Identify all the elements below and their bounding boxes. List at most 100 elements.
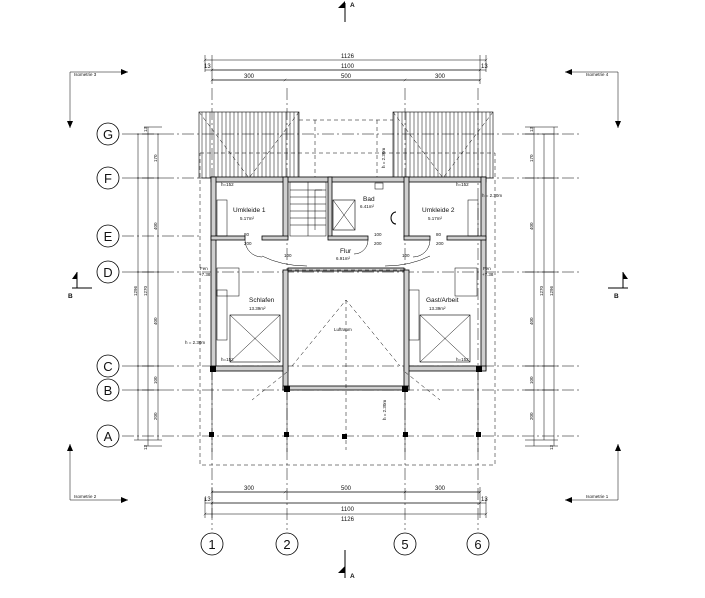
room-schlafen-name: Schlafen	[249, 297, 275, 304]
note-w80-right: 80	[436, 232, 442, 237]
room-luftraum-name: Luftraum	[334, 327, 352, 332]
row-label-e: E	[104, 229, 113, 244]
row-label-c: C	[103, 359, 112, 374]
room-gast-name: Gast/Arbeit	[426, 297, 459, 304]
note-w200-left: 200	[244, 241, 252, 246]
room-bad-name: Bad	[363, 196, 375, 203]
dim-top-500: 500	[341, 74, 352, 80]
column-bubble-6: 6	[466, 532, 490, 556]
column-label-5: 5	[401, 537, 408, 552]
room-umkleide1: Umkleide 1 5.17m²	[233, 207, 266, 221]
column-label-2: 2	[283, 537, 290, 552]
bottom-dimensions: 300 500 300 13 13 1100 1126	[203, 486, 488, 523]
roof-outline	[199, 152, 496, 466]
dim-right-200: 200	[529, 412, 534, 420]
isometrie-3-marker: Isometrie 3	[67, 69, 128, 128]
dim-left-100: 100	[153, 376, 158, 384]
dim-bottom-1100: 1100	[341, 507, 355, 513]
section-mark-bottom: A	[338, 550, 355, 580]
note-h230-left: h = 2.30m	[185, 340, 205, 345]
dim-top-1126: 1126	[341, 54, 355, 60]
dim-bottom-500: 500	[341, 486, 352, 492]
posts	[209, 366, 482, 452]
dim-top-1100: 1100	[341, 64, 355, 70]
note-w100-bad: 100	[374, 232, 382, 237]
dim-left-400-1: 400	[153, 222, 158, 230]
dim-left-170: 170	[153, 154, 158, 162]
dim-right-100: 100	[529, 376, 534, 384]
isometrie-4-marker: Isometrie 4	[565, 69, 621, 128]
dim-bottom-13-left: 13	[204, 497, 211, 503]
room-umkleide2: Umkleide 2 5.17m²	[422, 207, 455, 221]
dim-right-1270: 1270	[539, 285, 544, 296]
note-h152-left: h=152	[221, 182, 234, 187]
top-dimensions: 1126 1100 13 13 300 500 300	[203, 54, 488, 84]
column-bubble-1: 1	[200, 532, 224, 556]
dim-left-400-2: 400	[153, 317, 158, 325]
room-bad-area: 6.41m²	[360, 204, 375, 209]
room-gast: Gast/Arbeit 13.39m²	[426, 297, 459, 311]
dim-top-13-left: 13	[204, 64, 211, 70]
toilet	[374, 182, 397, 225]
bed-gast	[419, 314, 471, 363]
row-label-a: A	[104, 429, 113, 444]
dim-left-13-bottom: 13	[143, 444, 148, 450]
column-label-1: 1	[208, 537, 215, 552]
section-label-bottom: A	[350, 573, 355, 580]
room-schlafen-area: 13.39m²	[249, 306, 266, 311]
dim-top-13-right: 13	[481, 64, 488, 70]
note-w80-left: 80	[244, 232, 250, 237]
dim-bottom-13-right: 13	[481, 497, 488, 503]
note-w200-bad: 200	[374, 241, 382, 246]
row-bubble-e: E	[96, 224, 120, 248]
dim-right-13-bottom: 13	[549, 444, 554, 450]
bed-schlafen	[229, 314, 281, 363]
isometrie-3-label: Isometrie 3	[74, 72, 97, 77]
dim-left-1270: 1270	[143, 285, 148, 296]
dim-top-300-1: 300	[244, 74, 255, 80]
dim-bottom-300-1: 300	[244, 486, 255, 492]
section-mark-left: B	[68, 272, 92, 300]
staircase	[289, 181, 327, 237]
dim-top-300-2: 300	[435, 74, 446, 80]
note-h152-bl: h=152	[221, 357, 234, 362]
row-bubble-a: A	[96, 424, 120, 448]
row-bubble-b: B	[96, 378, 120, 402]
dim-right-1296: 1296	[549, 285, 554, 296]
isometrie-1-marker: Isometrie 1	[565, 444, 621, 503]
row-bubble-g: G	[96, 122, 120, 146]
column-bubble-2: 2	[275, 532, 299, 556]
row-label-f: F	[104, 171, 112, 186]
room-umkleide2-area: 5.17m²	[428, 216, 443, 221]
dim-left-1296: 1296	[133, 285, 138, 296]
dim-right-13-top: 13	[529, 126, 534, 132]
dim-bottom-1126: 1126	[341, 517, 355, 523]
wardrobes	[216, 199, 479, 341]
dormer-right	[392, 111, 494, 179]
room-flur-name: Flur	[340, 248, 352, 255]
section-mark-top: A	[338, 1, 355, 22]
dormer-center	[299, 119, 393, 178]
section-label-left: B	[68, 293, 73, 300]
door-swings	[244, 239, 431, 267]
column-bubble-5: 5	[393, 532, 417, 556]
dim-bottom-300-2: 300	[435, 486, 446, 492]
row-label-b: B	[104, 383, 113, 398]
note-h230-bad: h = 2.30m	[381, 148, 386, 168]
room-flur-area: 6.91m²	[336, 256, 351, 261]
column-label-6: 6	[474, 537, 481, 552]
isometrie-2-label: Isometrie 2	[74, 494, 97, 499]
note-p738-right: +7.38	[482, 272, 494, 277]
room-umkleide1-area: 5.17m²	[240, 216, 255, 221]
luftraum-void	[251, 299, 441, 450]
note-w200-right: 200	[436, 241, 444, 246]
dim-left-200: 200	[153, 412, 158, 420]
room-umkleide1-name: Umkleide 1	[233, 207, 266, 214]
note-p738-left: +7.38	[199, 272, 211, 277]
note-w100-r: 100	[402, 253, 410, 258]
room-umkleide2-name: Umkleide 2	[422, 207, 455, 214]
note-w100-l: 100	[284, 253, 292, 258]
dim-right-400-2: 400	[529, 317, 534, 325]
grid-lines	[122, 88, 580, 530]
